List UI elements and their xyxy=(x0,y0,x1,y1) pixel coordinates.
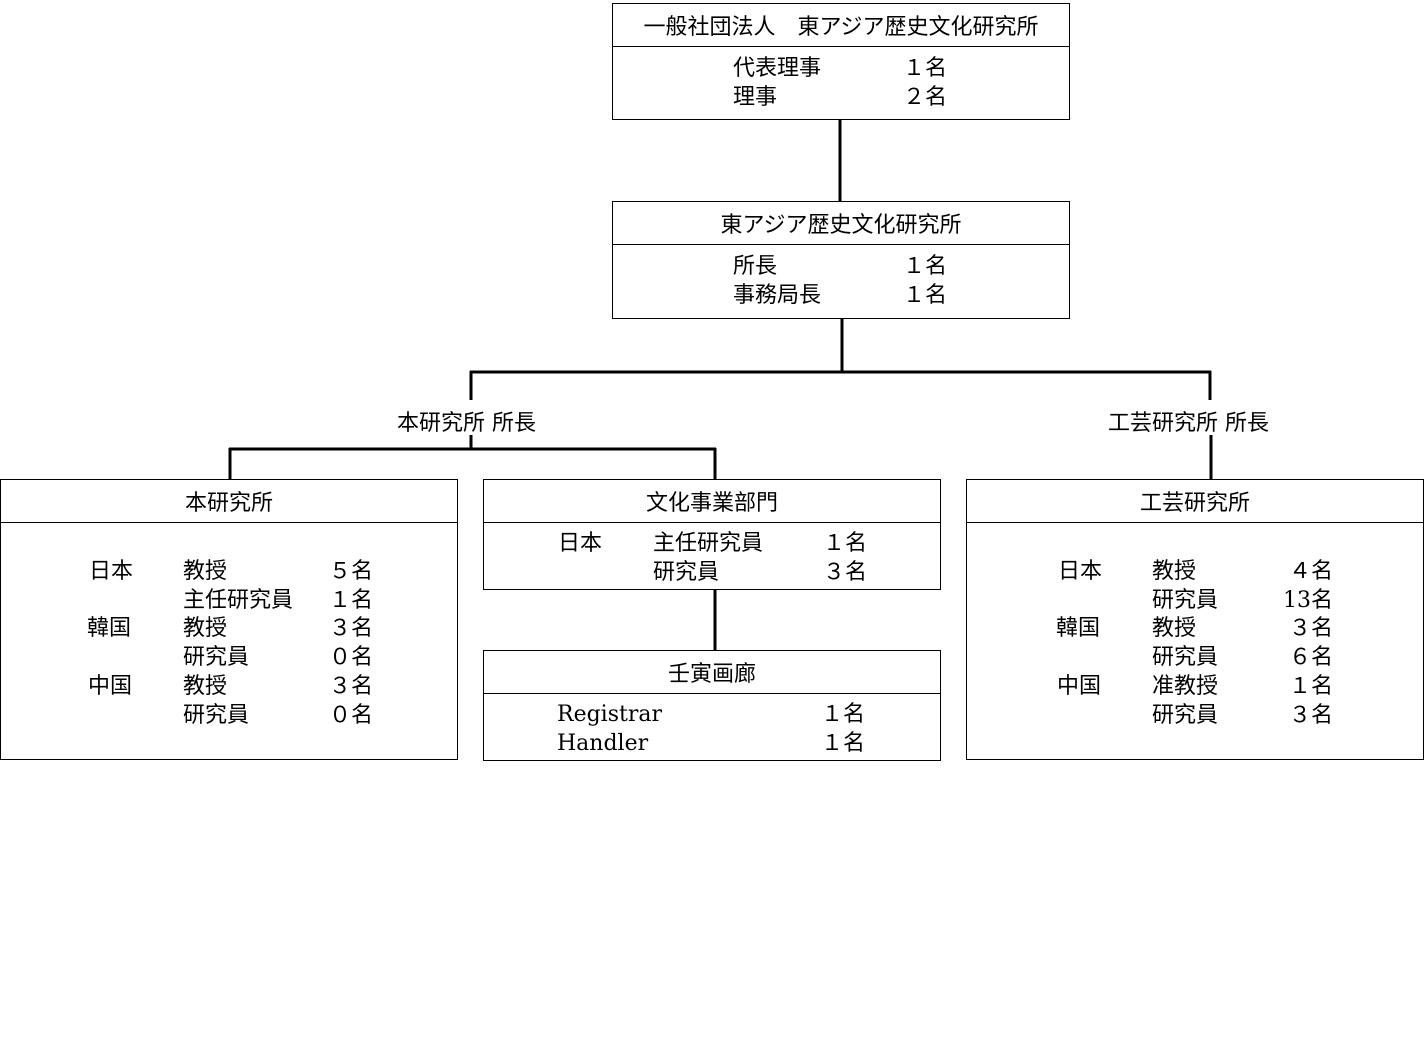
gallery-box: 壬寅画廊 Registrar １名 Handler １名 xyxy=(483,650,941,761)
board-count: １名 xyxy=(903,56,948,81)
role: 研究員 xyxy=(1152,703,1219,728)
institute-title: 東アジア歴史文化研究所 xyxy=(613,202,1069,245)
count: ３名 xyxy=(1288,616,1333,641)
count: １名 xyxy=(821,702,866,727)
role: Registrar xyxy=(557,702,662,727)
institute-box: 東アジア歴史文化研究所 所長 １名 事務局長 １名 xyxy=(612,201,1070,319)
institute-role: 所長 xyxy=(733,254,778,279)
culture-dept-box: 文化事業部門 日本 主任研究員 １名 研究員 ３名 xyxy=(483,479,941,590)
count: ３名 xyxy=(329,674,374,699)
country: 日本 xyxy=(89,559,134,584)
board-box: 一般社団法人 東アジア歴史文化研究所 代表理事 １名 理事 ２名 xyxy=(612,3,1070,120)
count: ６名 xyxy=(1288,645,1333,670)
count: １名 xyxy=(821,731,866,756)
count: 13名 xyxy=(1283,588,1333,613)
role: 教授 xyxy=(183,616,228,641)
role: 教授 xyxy=(183,674,228,699)
country: 日本 xyxy=(1058,559,1103,584)
count: ０名 xyxy=(329,645,374,670)
board-title: 一般社団法人 東アジア歴史文化研究所 xyxy=(613,4,1069,47)
count: ３名 xyxy=(823,560,868,585)
count: ３名 xyxy=(329,616,374,641)
country: 日本 xyxy=(558,531,603,556)
country: 韓国 xyxy=(87,616,132,641)
count: １名 xyxy=(1288,674,1333,699)
board-count: ２名 xyxy=(903,85,948,110)
craft-director-label: 工芸研究所 所長 xyxy=(1108,411,1269,436)
institute-count: １名 xyxy=(903,254,948,279)
board-role: 理事 xyxy=(733,85,778,110)
count: ５名 xyxy=(329,559,374,584)
role: 准教授 xyxy=(1152,674,1219,699)
country: 中国 xyxy=(88,674,133,699)
count: ４名 xyxy=(1288,559,1333,584)
institute-role: 事務局長 xyxy=(733,283,822,308)
institute-count: １名 xyxy=(903,283,948,308)
role: Handler xyxy=(557,731,649,756)
role: 主任研究員 xyxy=(183,588,294,613)
role: 教授 xyxy=(183,559,228,584)
craft-lab-box: 工芸研究所 日本 教授 ４名 研究員 13名 韓国 教授 ３名 研究員 ６名 中… xyxy=(966,479,1424,760)
role: 主任研究員 xyxy=(653,531,764,556)
role: 研究員 xyxy=(653,560,720,585)
board-role: 代表理事 xyxy=(733,56,822,81)
count: ０名 xyxy=(329,703,374,728)
main-lab-box: 本研究所 日本 教授 ５名 主任研究員 １名 韓国 教授 ３名 研究員 ０名 中… xyxy=(0,479,458,760)
count: １名 xyxy=(329,588,374,613)
role: 研究員 xyxy=(1152,645,1219,670)
role: 研究員 xyxy=(1152,588,1219,613)
role: 研究員 xyxy=(183,703,250,728)
culture-dept-title: 文化事業部門 xyxy=(484,480,940,523)
main-director-label: 本研究所 所長 xyxy=(397,411,536,436)
craft-lab-title: 工芸研究所 xyxy=(967,480,1423,523)
role: 研究員 xyxy=(183,645,250,670)
gallery-title: 壬寅画廊 xyxy=(484,651,940,694)
role: 教授 xyxy=(1152,616,1197,641)
count: １名 xyxy=(823,531,868,556)
country: 韓国 xyxy=(1056,616,1101,641)
main-lab-title: 本研究所 xyxy=(1,480,457,523)
count: ３名 xyxy=(1288,703,1333,728)
country: 中国 xyxy=(1057,674,1102,699)
role: 教授 xyxy=(1152,559,1197,584)
